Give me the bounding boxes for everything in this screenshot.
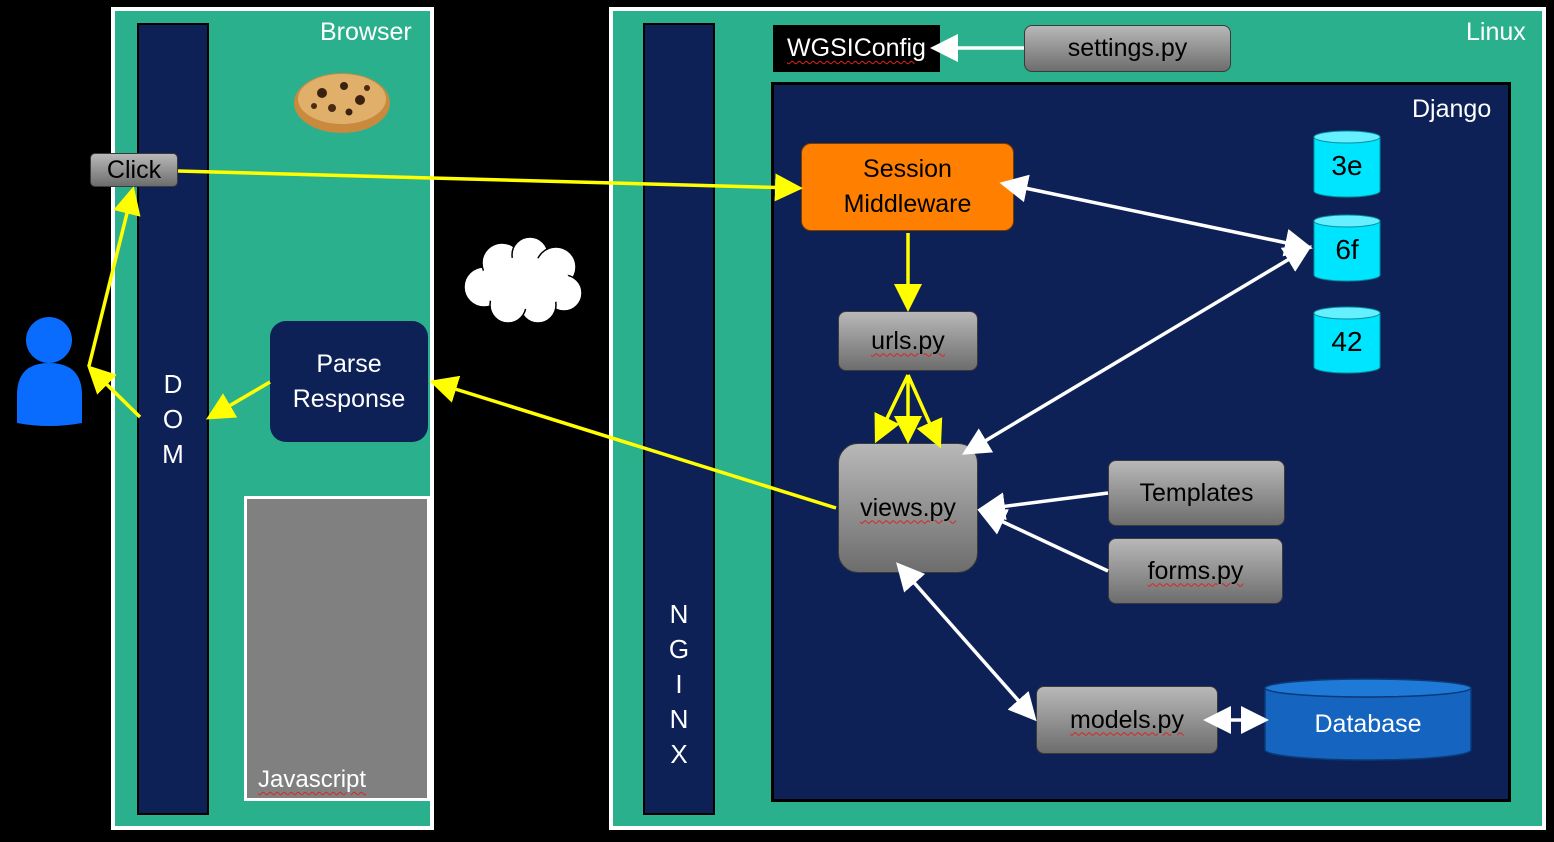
- nginx-letter-i: I: [675, 669, 683, 699]
- settings-box: settings.py: [1024, 25, 1231, 72]
- session-middleware-box: Session Middleware: [801, 143, 1014, 231]
- wsgi-config-label: WGSIConfig: [787, 34, 926, 62]
- user-icon: [17, 317, 82, 426]
- cloud-icon: [463, 236, 583, 324]
- database-cylinder: [1264, 678, 1472, 761]
- javascript-label: Javascript: [258, 766, 367, 793]
- forms-label: forms.py: [1147, 556, 1244, 585]
- browser-label: Browser: [320, 18, 412, 46]
- cookie-icon: [294, 73, 390, 133]
- session-store-label-42: 42: [1331, 326, 1363, 357]
- nginx-letter-n: N: [669, 599, 689, 629]
- nginx-letters: N G I N X: [643, 597, 715, 772]
- django-label: Django: [1412, 95, 1492, 123]
- dom-letter-o: O: [162, 404, 184, 434]
- nginx-letter-n2: N: [669, 704, 689, 734]
- click-button[interactable]: Click: [90, 153, 178, 187]
- linux-label: Linux: [1466, 18, 1526, 46]
- nginx-letter-g: G: [668, 634, 690, 664]
- parse-response-box: Parse Response: [270, 321, 428, 442]
- dom-letter-d: D: [163, 369, 183, 399]
- dom-letters: D O M: [137, 367, 209, 472]
- models-box: models.py: [1036, 686, 1218, 754]
- templates-box: Templates: [1108, 460, 1285, 526]
- session-store-cylinder-6f: [1313, 214, 1381, 282]
- nginx-letter-x: X: [670, 739, 688, 769]
- urls-label: urls.py: [871, 326, 945, 355]
- session-store-label-6f: 6f: [1335, 234, 1359, 265]
- views-label: views.py: [860, 493, 956, 522]
- database-label: Database: [1314, 710, 1422, 738]
- wsgi-config-box: WGSIConfig: [773, 25, 940, 72]
- session-store-label-3e: 3e: [1331, 150, 1363, 181]
- session-store-cylinder-42: [1313, 306, 1381, 374]
- session-store-cylinder-3e: [1313, 130, 1381, 198]
- forms-box: forms.py: [1108, 538, 1283, 604]
- views-box: views.py: [838, 443, 978, 573]
- urls-box: urls.py: [838, 311, 978, 371]
- dom-letter-m: M: [162, 439, 184, 469]
- models-label: models.py: [1070, 705, 1184, 734]
- javascript-box: Javascript: [244, 496, 430, 801]
